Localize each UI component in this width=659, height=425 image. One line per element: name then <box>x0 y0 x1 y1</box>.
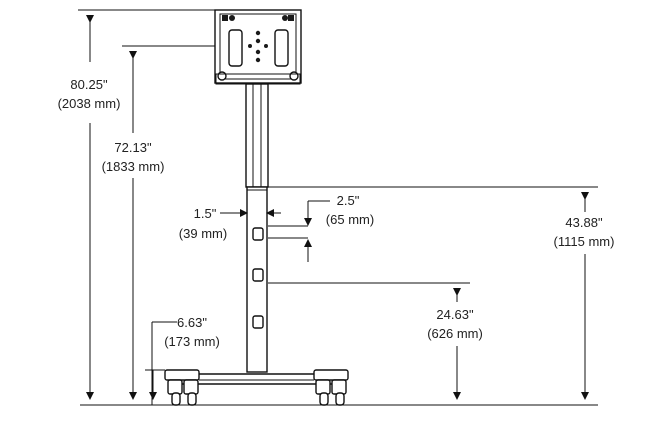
column-top-height-metric: (1115 mm) <box>554 234 615 249</box>
casters <box>167 379 347 406</box>
mount-center-height-metric: (1833 mm) <box>102 159 165 174</box>
base-height-imperial: 6.63" <box>177 315 207 330</box>
dimension-lines <box>78 9 598 406</box>
overall-height-imperial: 80.25" <box>70 77 108 92</box>
mobile-stand-drawing <box>164 9 349 406</box>
dimension-labels: 80.25" (2038 mm) 72.13" (1833 mm) 1.5" (… <box>58 77 615 349</box>
upper-column <box>245 83 269 188</box>
shelf-slot-height-metric: (626 mm) <box>427 326 483 341</box>
adjustment-increment-imperial: 2.5" <box>337 193 360 208</box>
adjustment-increment-metric: (65 mm) <box>326 212 374 227</box>
column-top-height-imperial: 43.88" <box>565 215 603 230</box>
column-width-metric: (39 mm) <box>179 226 227 241</box>
mount-center-height-imperial: 72.13" <box>114 140 152 155</box>
mounting-plate <box>214 9 302 85</box>
shelf-slot-height-imperial: 24.63" <box>436 307 474 322</box>
column-width-imperial: 1.5" <box>194 206 217 221</box>
overall-height-metric: (2038 mm) <box>58 96 121 111</box>
base-height-metric: (173 mm) <box>164 334 220 349</box>
lower-column <box>246 186 268 373</box>
